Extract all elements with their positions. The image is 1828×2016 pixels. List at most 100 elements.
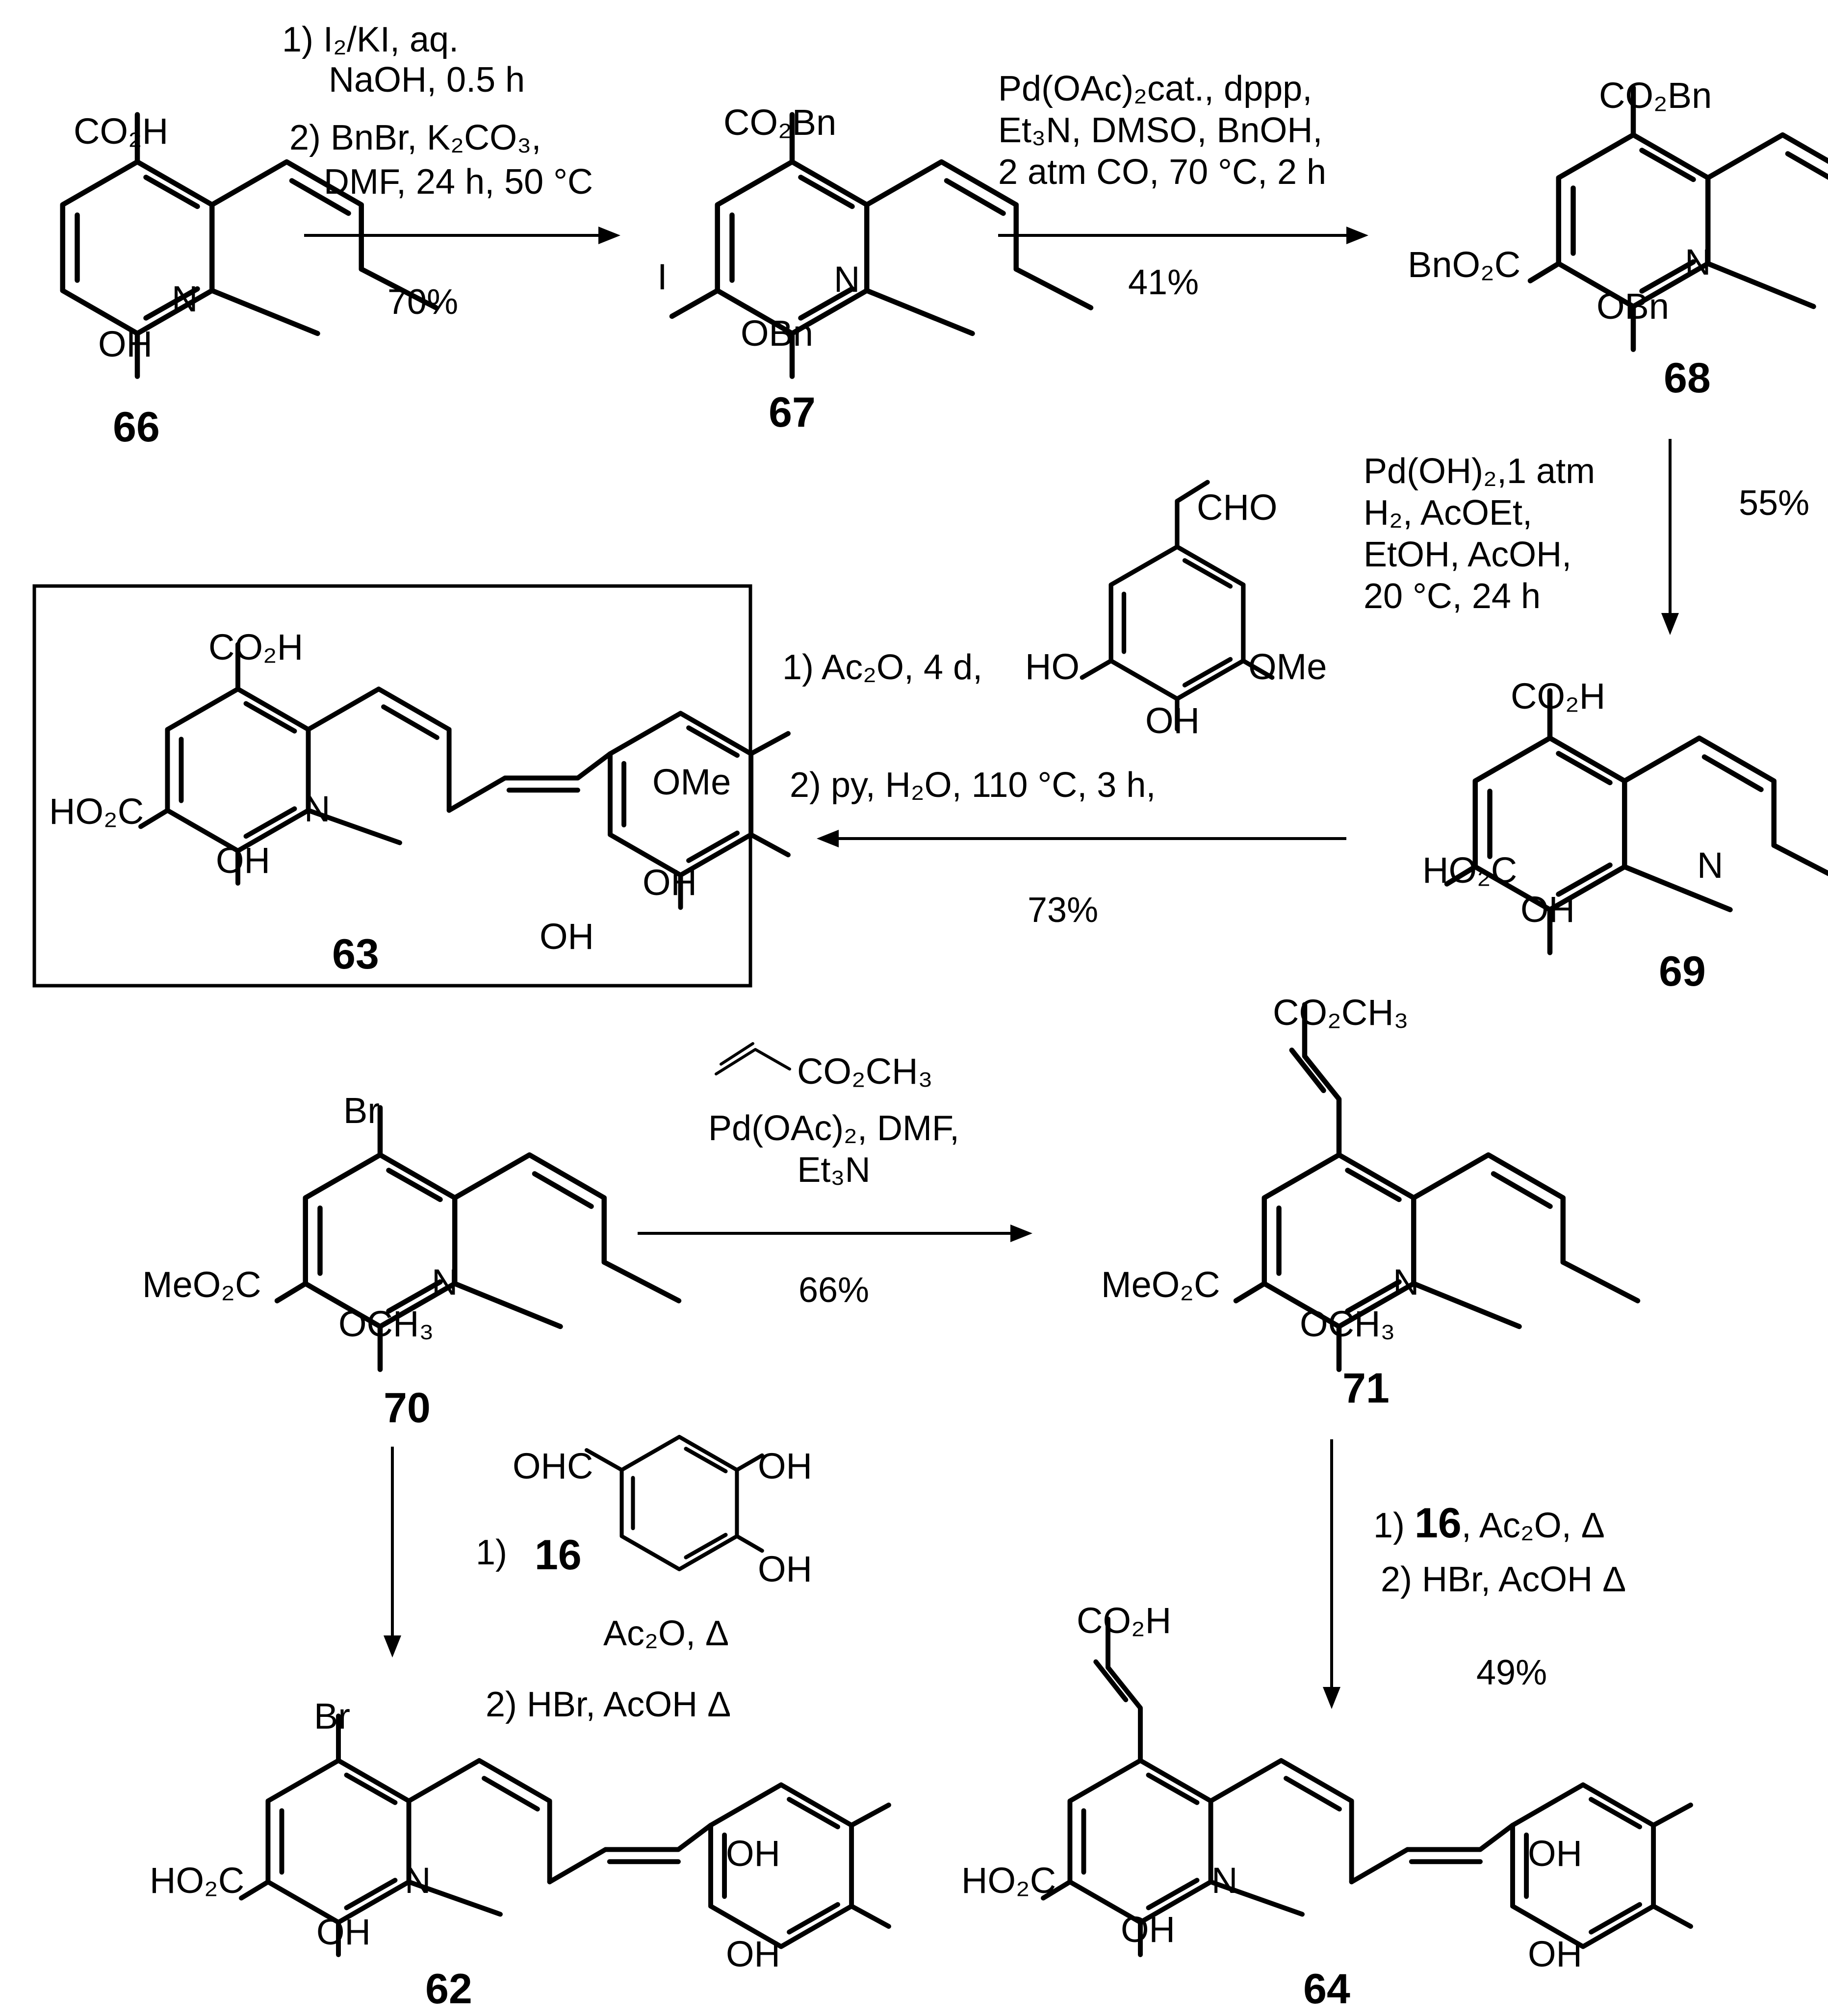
c69-ring-nitrogen: N bbox=[1697, 845, 1723, 886]
arrow-66-to-67 bbox=[304, 227, 620, 244]
c62-top-substituent: Br bbox=[314, 1696, 350, 1736]
step5-yield: 66% bbox=[798, 1271, 869, 1310]
c67-bottom-substituent: OBn bbox=[741, 313, 813, 354]
c67-left-substituent: I bbox=[657, 256, 668, 297]
step3-yield: 55% bbox=[1739, 484, 1809, 523]
step7-yield: 49% bbox=[1476, 1653, 1547, 1692]
reagent-16-ohc: OHC bbox=[513, 1446, 593, 1486]
compound-68 bbox=[1527, 85, 1828, 352]
c63-ring-nitrogen: N bbox=[304, 789, 330, 829]
step4-line1: 1) Ac₂O, 4 d, bbox=[782, 648, 982, 687]
reagent-aldehyde-structure bbox=[1080, 480, 1275, 732]
c69-left-substituent: HO₂C bbox=[1422, 850, 1517, 891]
step2-line1: Pd(OAc)₂cat., dppp, bbox=[998, 69, 1312, 108]
compound-number-70: 70 bbox=[384, 1384, 431, 1431]
c68-left-substituent: BnO₂C bbox=[1408, 244, 1520, 285]
c70-ring-nitrogen: N bbox=[432, 1262, 458, 1302]
arrow-67-to-68 bbox=[998, 227, 1368, 244]
compound-number-67: 67 bbox=[769, 389, 816, 436]
c64-aryl-oh-para: OH bbox=[1528, 1934, 1582, 1974]
c68-top-substituent: CO₂Bn bbox=[1599, 75, 1712, 116]
aldehyde-oh: OH bbox=[1145, 700, 1200, 741]
compound-number-71: 71 bbox=[1342, 1365, 1390, 1412]
c71-top-substituent: CO₂CH₃ bbox=[1273, 992, 1409, 1033]
compound-71 bbox=[1233, 1002, 1641, 1372]
step7-line2: 2) HBr, AcOH Δ bbox=[1381, 1560, 1626, 1599]
c71-ring-nitrogen: N bbox=[1393, 1262, 1419, 1302]
c63-aryl-oh-para: OH bbox=[643, 862, 697, 903]
c67-ring-nitrogen: N bbox=[834, 259, 860, 300]
compound-67 bbox=[669, 112, 1094, 379]
c70-top-substituent: Br bbox=[343, 1090, 380, 1131]
aldehyde-ome: OMe bbox=[1248, 646, 1327, 687]
compound-number-63: 63 bbox=[332, 931, 379, 978]
step4-line2: 2) py, H₂O, 110 °C, 3 h, bbox=[790, 766, 1156, 805]
step2-line2: Et₃N, DMSO, BnOH, bbox=[998, 111, 1322, 150]
c71-bottom-substituent: OCH₃ bbox=[1300, 1303, 1395, 1344]
c63-bottom-substituent: OH bbox=[216, 840, 270, 881]
reagent-16-oh2: OH bbox=[758, 1549, 812, 1589]
c64-aryl-oh-meta: OH bbox=[1528, 1833, 1582, 1874]
arrow-69-to-63 bbox=[817, 830, 1346, 847]
step6-line2: Ac₂O, Δ bbox=[603, 1614, 729, 1653]
compound-70 bbox=[274, 1105, 682, 1372]
compound-number-62: 62 bbox=[425, 1965, 472, 2013]
step1-line1: 1) I₂/KI, aq. bbox=[282, 20, 459, 59]
step6-prefix: 1) bbox=[476, 1533, 507, 1572]
step6-line3: 2) HBr, AcOH Δ bbox=[486, 1685, 731, 1724]
step1-yield: 70% bbox=[387, 282, 458, 322]
c66-top-substituent: CO₂H bbox=[74, 111, 168, 152]
step3-line3: EtOH, AcOH, bbox=[1364, 535, 1571, 574]
c66-ring-nitrogen: N bbox=[172, 279, 198, 319]
c62-left-substituent: HO₂C bbox=[150, 1860, 244, 1901]
c63-aryl-ome: OMe bbox=[652, 762, 731, 802]
aldehyde-cho: CHO bbox=[1197, 487, 1277, 528]
compound-number-68: 68 bbox=[1664, 355, 1711, 402]
step3-line2: H₂, AcOEt, bbox=[1364, 493, 1532, 533]
arrow-68-to-69 bbox=[1661, 439, 1679, 635]
c63-aryl-oh-meta: OH bbox=[540, 916, 594, 957]
step4-yield: 73% bbox=[1028, 891, 1098, 930]
reagent-16-oh1: OH bbox=[758, 1446, 812, 1486]
c63-top-substituent: CO₂H bbox=[208, 627, 303, 667]
step5-line1: Pd(OAc)₂, DMF, bbox=[708, 1109, 959, 1148]
compound-number-64: 64 bbox=[1303, 1965, 1350, 2013]
c62-aryl-oh-para: OH bbox=[726, 1934, 780, 1974]
acrylate-structure bbox=[715, 1042, 791, 1075]
c62-ring-nitrogen: N bbox=[405, 1860, 431, 1901]
step3-line4: 20 °C, 24 h bbox=[1364, 577, 1541, 616]
c64-ring-nitrogen: N bbox=[1211, 1860, 1237, 1901]
acrylate-ester: CO₂CH₃ bbox=[797, 1051, 933, 1092]
c71-left-substituent: MeO₂C bbox=[1101, 1264, 1220, 1305]
c68-ring-nitrogen: N bbox=[1685, 242, 1711, 282]
c69-bottom-substituent: OH bbox=[1520, 889, 1575, 930]
step7-line1: 1) 16, Ac₂O, Δ bbox=[1373, 1500, 1605, 1547]
compound-63 bbox=[138, 642, 791, 910]
step1-line4: DMF, 24 h, 50 °C bbox=[324, 162, 593, 202]
c68-bottom-substituent: OBn bbox=[1596, 286, 1669, 327]
step2-line3: 2 atm CO, 70 °C, 2 h bbox=[998, 153, 1326, 192]
arrow-70-to-71 bbox=[638, 1225, 1032, 1242]
c70-bottom-substituent: OCH₃ bbox=[338, 1303, 434, 1344]
compound-66 bbox=[60, 112, 439, 379]
c64-bottom-substituent: OH bbox=[1121, 1909, 1175, 1950]
c63-left-substituent: HO₂C bbox=[49, 791, 144, 832]
reagent-16-structure bbox=[584, 1434, 764, 1572]
arrow-70-to-62 bbox=[384, 1447, 401, 1658]
step1-line2: NaOH, 0.5 h bbox=[329, 60, 525, 100]
compound-69 bbox=[1444, 688, 1828, 955]
reagent-16-label: 16 bbox=[535, 1531, 582, 1579]
c64-left-substituent: HO₂C bbox=[961, 1860, 1056, 1901]
c64-top-substituent: CO₂H bbox=[1077, 1600, 1171, 1641]
step3-line1: Pd(OH)₂,1 atm bbox=[1364, 452, 1595, 491]
c70-left-substituent: MeO₂C bbox=[142, 1264, 261, 1305]
step2-yield: 41% bbox=[1128, 263, 1199, 302]
arrow-71-to-64 bbox=[1323, 1439, 1340, 1709]
c66-bottom-substituent: OH bbox=[98, 324, 153, 364]
target-compound-box bbox=[32, 584, 752, 988]
compound-number-69: 69 bbox=[1659, 948, 1706, 995]
aldehyde-ho: HO bbox=[1025, 646, 1080, 687]
c67-top-substituent: CO₂Bn bbox=[723, 102, 836, 143]
step1-line3: 2) BnBr, K₂CO₃, bbox=[289, 118, 541, 157]
